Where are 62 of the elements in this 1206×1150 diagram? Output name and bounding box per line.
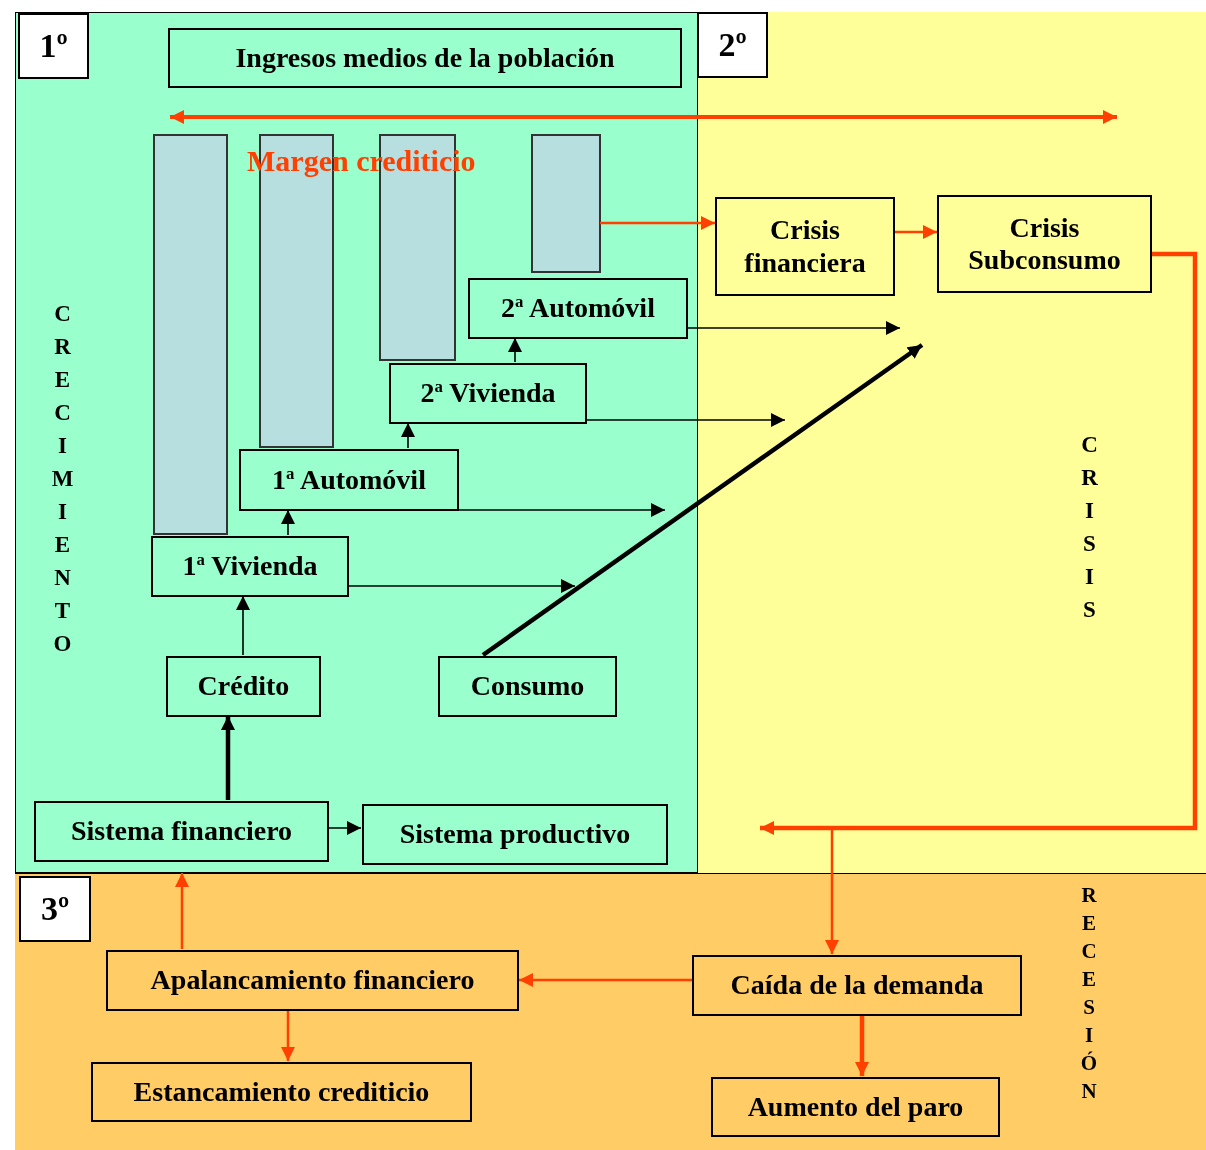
box-label: 1$^{a}$ Automóvil [272,463,426,497]
process-box [106,950,519,1011]
vertical-label: CRECIMIENTO [49,301,75,664]
process-box [937,195,1152,293]
process-box [692,955,1022,1016]
arrow [481,343,924,657]
box-label: Aumento del paro [747,1090,964,1124]
box-label: Sistema financiero [70,815,293,848]
process-box [438,656,617,717]
step-number: 3º [40,890,70,928]
step-number: 2º [718,26,747,64]
box-label: Crisis Subconsumo [967,211,1122,277]
arrow [281,1010,295,1061]
arrow [508,337,522,363]
process-box [91,1062,472,1122]
box-label: Caída de la demanda [730,969,984,1002]
step-number-box [19,876,91,942]
step-number-box [697,12,768,78]
box-label: Crédito [197,670,290,703]
box-label: Crisis financiera [743,214,867,279]
box-label: 1$^{a}$ Vivienda [182,550,318,583]
box-label: Ingresos medios de la población [235,41,615,75]
process-box [151,536,349,597]
arrow [281,509,295,536]
arrow [401,422,415,449]
arrow [519,973,692,987]
region-panel [698,12,1206,873]
arrow [686,321,901,335]
arrow [895,225,937,239]
vertical-label: RECESIÓN [1076,883,1101,1107]
region-panel [15,12,698,873]
box-label: Consumo [470,670,585,703]
arrow [600,216,715,230]
process-box [715,197,895,296]
region-panel [15,873,1206,1150]
process-box [34,801,329,862]
box-label: 2$^{a}$ Automóvil [501,292,655,325]
arrow [221,716,235,800]
bar [153,134,228,535]
arrow [175,873,189,949]
process-box [168,28,682,88]
process-box [166,656,321,717]
box-label: 2$^{a}$ Vivienda [420,377,556,410]
arrow [236,595,250,656]
process-box [711,1077,1000,1137]
box-label: Apalancamiento financiero [150,964,475,997]
process-box [239,449,459,511]
step-number: 1º [39,27,68,65]
arrow [457,503,666,517]
arrow [760,251,1198,835]
step-number-box [18,13,89,79]
bar [531,134,601,273]
process-box [362,804,668,865]
process-box [389,363,587,424]
process-box [468,278,688,339]
box-label: Sistema productivo [399,818,631,851]
arrow [347,579,576,593]
box-label: Estancamiento crediticio [133,1075,430,1109]
vertical-label: CRISIS [1076,432,1102,630]
arrow [327,821,362,835]
arrow [855,1015,869,1076]
arrow [585,413,786,427]
